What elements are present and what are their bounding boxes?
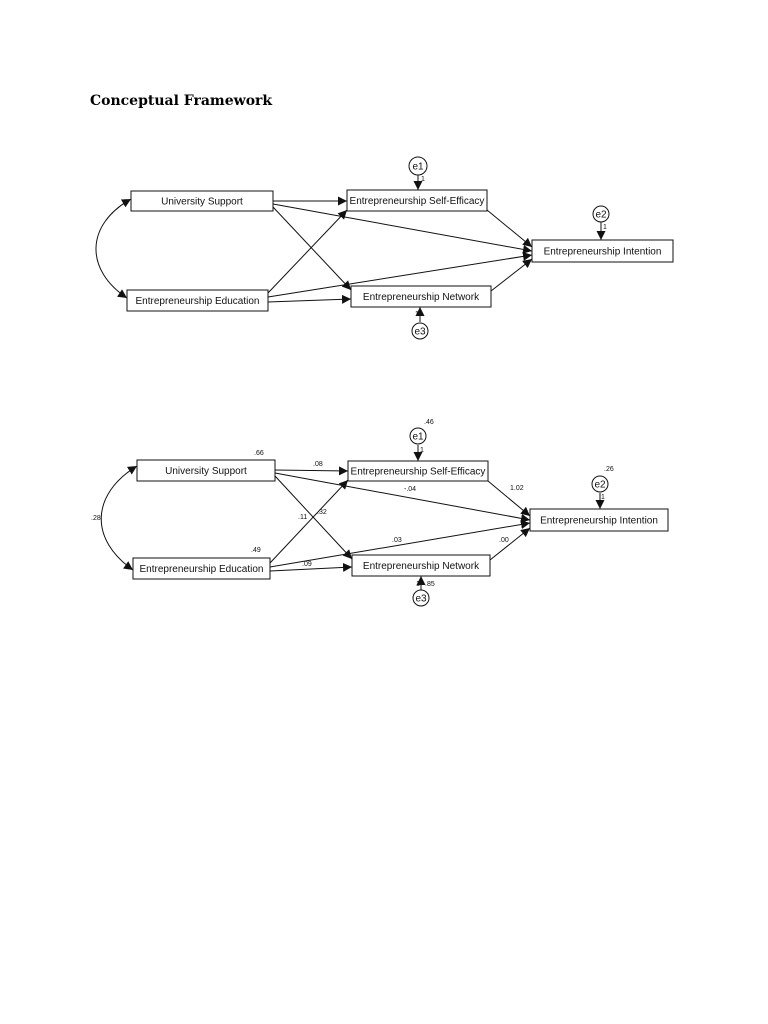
error-label: e2 — [595, 210, 607, 221]
node-entrepreneurship-intention: Entrepreneurship Intention — [531, 239, 674, 263]
edge-ee-ese — [267, 209, 348, 294]
error-label: e2 — [594, 480, 606, 491]
edge-us-ei — [272, 203, 533, 254]
node-label: Entrepreneurship Network — [363, 292, 480, 303]
covariance-us-ee — [95, 198, 132, 299]
error-e1: e1 1 — [409, 427, 427, 454]
node-entrepreneurship-network: Entrepreneurship Network — [351, 554, 491, 577]
coef-ee-en: .09 — [302, 561, 312, 568]
edge-ee-ei — [269, 520, 531, 568]
coef-cov-us-ee: .28 — [91, 515, 101, 522]
edge-us-en — [272, 206, 352, 291]
edge-en-ei — [490, 258, 533, 292]
node-entrepreneurship-education: Entrepreneurship Education — [132, 557, 271, 580]
coef-ee-ese: .32 — [317, 509, 327, 516]
node-label: Entrepreneurship Intention — [544, 247, 662, 258]
node-entrepreneurship-education: Entrepreneurship Education — [126, 289, 269, 312]
error-weight: 1 — [601, 494, 605, 501]
error-weight: 1 — [416, 581, 420, 588]
error-label: e3 — [414, 327, 426, 338]
coef-var-e3: .85 — [425, 581, 435, 588]
node-label: Entrepreneurship Intention — [540, 516, 658, 527]
coef-var-e1: .46 — [424, 419, 434, 426]
error-e2: e2 1 — [591, 475, 609, 501]
coef-ee-ei: .03 — [392, 537, 402, 544]
page-title: Conceptual Framework — [90, 93, 273, 109]
error-e3: e3 1 — [411, 311, 429, 340]
error-weight: 1 — [603, 224, 607, 231]
node-entrepreneurship-intention: Entrepreneurship Intention — [529, 508, 669, 532]
node-label: University Support — [161, 197, 243, 208]
node-label: Entrepreneurship Self-Efficacy — [350, 196, 485, 207]
edge-us-ei — [274, 472, 531, 523]
node-entrepreneurship-network: Entrepreneurship Network — [350, 285, 492, 308]
edge-en-ei — [489, 527, 531, 561]
coef-us-ei: -.04 — [404, 486, 416, 493]
edge-ese-ei — [487, 480, 531, 517]
error-e2: e2 1 — [592, 205, 610, 231]
node-university-support: University Support — [130, 190, 274, 212]
coef-us-en: .11 — [298, 514, 307, 521]
coef-us-ese: .08 — [313, 461, 323, 468]
edge-ee-en — [269, 562, 353, 572]
error-weight: 1 — [415, 311, 419, 318]
node-entrepreneurship-self-efficacy: Entrepreneurship Self-Efficacy — [346, 189, 488, 212]
error-label: e1 — [412, 162, 424, 173]
edge-ee-ei — [267, 251, 533, 298]
coef-en-ei: .00 — [499, 537, 509, 544]
node-label: Entrepreneurship Self-Efficacy — [351, 467, 486, 478]
error-e3: e3 1 — [412, 581, 430, 607]
node-entrepreneurship-self-efficacy: Entrepreneurship Self-Efficacy — [347, 460, 489, 482]
covariance-us-ee — [100, 465, 138, 571]
error-e1: e1 1 — [408, 156, 428, 183]
diagram-conceptual: University Support Entrepreneurship Educ… — [95, 156, 674, 340]
coef-var-e2: .26 — [604, 466, 614, 473]
edge-us-en — [274, 475, 353, 560]
node-label: Entrepreneurship Education — [140, 564, 264, 575]
diagram-estimated: University Support Entrepreneurship Educ… — [91, 419, 669, 607]
node-label: University Support — [165, 466, 247, 477]
error-weight: 1 — [420, 447, 424, 454]
coef-ese-ei: 1.02 — [510, 485, 524, 492]
node-label: Entrepreneurship Education — [136, 296, 260, 307]
edge-ese-ei — [486, 209, 533, 248]
edge-us-ese — [274, 466, 349, 476]
error-weight: 1 — [421, 176, 425, 183]
node-university-support: University Support — [136, 459, 276, 482]
error-label: e1 — [412, 432, 424, 443]
edge-ee-en — [267, 294, 352, 304]
error-label: e3 — [415, 594, 427, 605]
edge-ee-ese — [269, 479, 349, 564]
coef-var-ee: .49 — [251, 547, 261, 554]
node-label: Entrepreneurship Network — [363, 561, 480, 572]
coef-var-us: .66 — [254, 450, 264, 457]
